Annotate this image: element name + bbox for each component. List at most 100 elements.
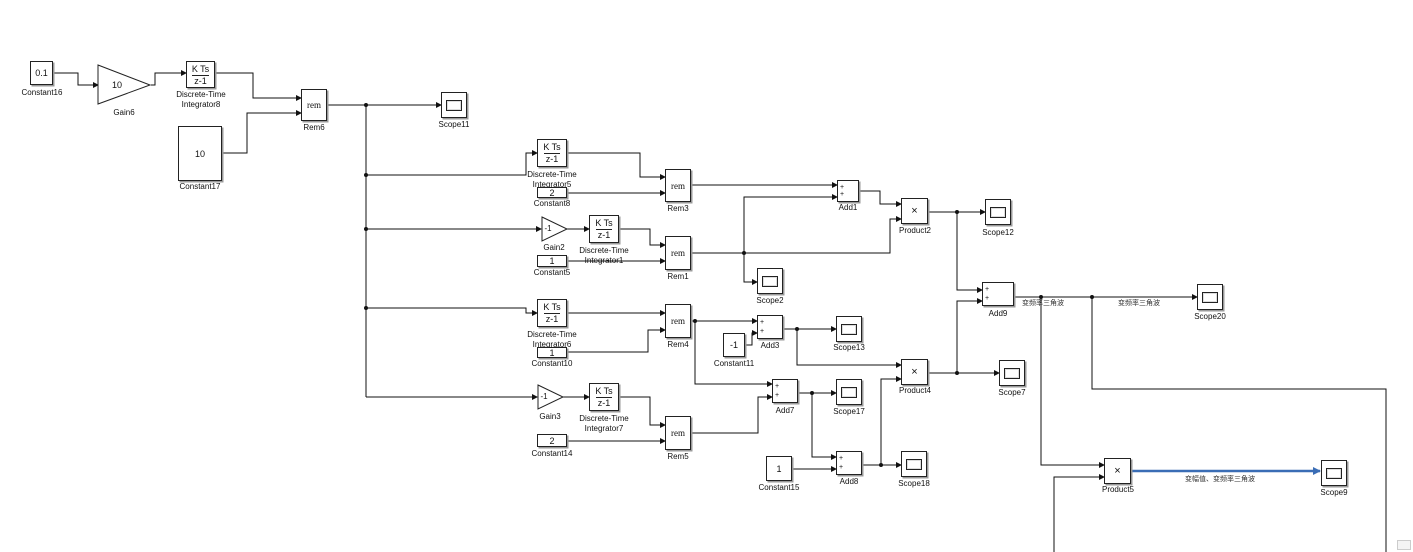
wire <box>53 72 99 88</box>
constant11-block[interactable]: -1 <box>723 333 745 357</box>
product2-block[interactable]: × <box>901 198 928 224</box>
add9-label: Add9 <box>988 309 1008 318</box>
signal-label-product5-out[interactable]: 变幅值、变频率三角波 <box>1185 475 1255 483</box>
constant5-value: 1 <box>549 256 555 266</box>
scope18-label: Scope18 <box>898 479 930 488</box>
scope20-label: Scope20 <box>1194 312 1226 321</box>
scope11-label: Scope11 <box>438 120 470 129</box>
constant5-block[interactable]: 1 <box>537 255 567 267</box>
product5-label: Product5 <box>1101 485 1135 494</box>
gain6-block[interactable] <box>96 64 152 106</box>
rem4-label: Rem4 <box>667 340 689 349</box>
scope2-block[interactable] <box>757 268 783 294</box>
scope18-block[interactable] <box>901 451 927 477</box>
integrator7-block[interactable]: K Ts z-1 <box>589 383 619 411</box>
rem4-value: rem <box>671 316 685 326</box>
integrator1-numerator: K Ts <box>595 217 613 228</box>
scope13-block[interactable] <box>836 316 862 342</box>
wire <box>215 72 302 101</box>
signal-label-add9-out-2[interactable]: 变频率三角波 <box>1118 299 1160 307</box>
gain2-block[interactable] <box>541 216 569 242</box>
constant17-label: Constant17 <box>179 182 221 191</box>
rem3-block[interactable]: rem <box>665 169 691 202</box>
scope-screen-icon <box>841 323 857 335</box>
scope2-label: Scope2 <box>756 296 784 305</box>
wire <box>743 253 758 285</box>
constant10-block[interactable]: 1 <box>537 347 567 358</box>
wire <box>859 190 902 207</box>
gain3-block[interactable] <box>537 384 565 410</box>
add1-plus-bottom: + <box>840 191 845 198</box>
scope7-block[interactable] <box>999 360 1025 386</box>
scope12-block[interactable] <box>985 199 1011 225</box>
integrator6-label: Discrete-Time Integrator6 <box>517 330 587 350</box>
constant14-value: 2 <box>549 435 555 446</box>
add9-block[interactable]: + + <box>982 282 1014 306</box>
wire <box>366 150 538 176</box>
scope11-block[interactable] <box>441 92 467 118</box>
product4-block[interactable]: × <box>901 359 928 385</box>
add7-plus-bottom: + <box>775 392 780 399</box>
add8-plus-top: + <box>839 455 844 462</box>
constant10-value: 1 <box>549 347 555 358</box>
integrator7-label: Discrete-Time Integrator7 <box>569 414 639 434</box>
gain6-label: Gain6 <box>113 108 135 117</box>
constant15-label: Constant15 <box>758 483 800 492</box>
resize-grip-icon[interactable] <box>1397 540 1411 550</box>
rem1-block[interactable]: rem <box>665 236 691 270</box>
add8-block[interactable]: + + <box>836 451 862 475</box>
scope20-block[interactable] <box>1197 284 1223 310</box>
wire <box>567 327 666 353</box>
rem4-block[interactable]: rem <box>665 304 691 338</box>
constant8-block[interactable]: 2 <box>537 187 567 198</box>
add3-block[interactable]: + + <box>757 315 783 339</box>
wire <box>956 298 983 373</box>
add7-block[interactable]: + + <box>772 379 798 403</box>
scope17-block[interactable] <box>836 379 862 405</box>
scope-screen-icon <box>841 386 857 398</box>
integrator5-numerator: K Ts <box>543 141 561 152</box>
scope9-block[interactable] <box>1321 460 1347 486</box>
integrator6-numerator: K Ts <box>543 301 561 312</box>
integrator1-block[interactable]: K Ts z-1 <box>589 215 619 243</box>
integrator8-numerator: K Ts <box>191 63 210 74</box>
gain3-value: -1 <box>540 392 548 401</box>
integrator1-label-text: Discrete-Time Integrator1 <box>579 246 629 265</box>
scope17-label: Scope17 <box>833 407 865 416</box>
rem6-block[interactable]: rem <box>301 89 327 121</box>
add9-plus-bottom: + <box>985 295 990 302</box>
constant15-block[interactable]: 1 <box>766 456 792 481</box>
wire <box>1053 474 1105 552</box>
rem6-value: rem <box>307 100 321 110</box>
add8-label: Add8 <box>839 477 859 486</box>
constant17-block[interactable]: 10 <box>178 126 222 181</box>
wire <box>222 110 302 154</box>
rem5-block[interactable]: rem <box>665 416 691 450</box>
scope13-label: Scope13 <box>833 343 865 352</box>
add1-plus-top: + <box>840 184 845 191</box>
add1-block[interactable]: + + <box>837 180 859 202</box>
wire <box>956 212 983 293</box>
product5-value: × <box>1114 465 1121 477</box>
add3-label: Add3 <box>760 341 780 350</box>
add3-plus-top: + <box>760 319 765 326</box>
integrator5-block[interactable]: K Ts z-1 <box>537 139 567 167</box>
wire <box>796 329 902 368</box>
product5-block[interactable]: × <box>1104 458 1131 484</box>
scope-screen-icon <box>1202 291 1218 303</box>
scope-screen-icon <box>762 275 778 287</box>
integrator8-block[interactable]: K Ts z-1 <box>186 61 215 88</box>
add7-plus-top: + <box>775 383 780 390</box>
wire <box>567 152 666 180</box>
integrator6-block[interactable]: K Ts z-1 <box>537 299 567 327</box>
wire <box>743 194 838 253</box>
wire <box>745 330 758 346</box>
constant14-block[interactable]: 2 <box>537 434 567 447</box>
add7-label: Add7 <box>775 406 795 415</box>
signal-label-add9-out[interactable]: 变频率三角波 <box>1022 299 1064 307</box>
constant11-label: Constant11 <box>713 359 755 368</box>
constant5-label: Constant5 <box>533 268 571 277</box>
constant16-block[interactable]: 0.1 <box>30 61 53 85</box>
integrator7-denominator: z-1 <box>595 397 613 409</box>
